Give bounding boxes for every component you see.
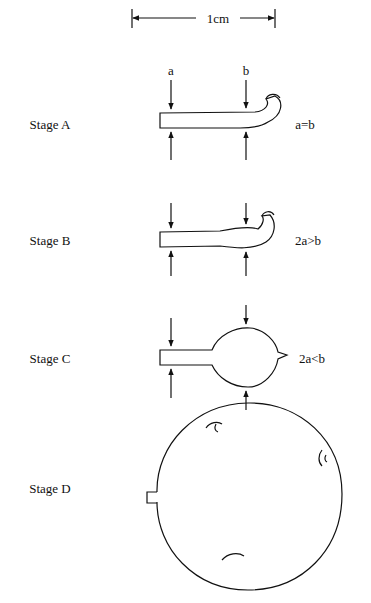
measure-arrow [245, 80, 246, 108]
measure-letter: b [243, 64, 250, 77]
measure-arrow [245, 132, 246, 160]
tuber-eye [215, 424, 218, 432]
measure-arrow [170, 203, 171, 228]
stolon-outline [160, 215, 274, 248]
measure-arrow [245, 305, 246, 324]
swelling-outline [160, 328, 287, 387]
tuber-eye [319, 450, 322, 466]
ratio-label: 2a<b [299, 352, 325, 365]
stolon-hook [266, 94, 280, 99]
stolon-hook [262, 212, 274, 216]
measure-letter: a [168, 64, 174, 77]
stage-label: Stage C [30, 352, 71, 365]
tuber-eye [222, 554, 244, 560]
scale-arrow [240, 17, 274, 18]
stolon-outline [160, 96, 281, 128]
measure-arrow [245, 252, 246, 276]
measure-arrow [245, 203, 246, 224]
stage-label: Stage D [29, 482, 71, 495]
stolon-stub [147, 492, 157, 503]
scale-tick [131, 9, 132, 28]
measure-arrow [170, 80, 171, 109]
stage-label: Stage A [30, 118, 71, 131]
measure-arrow [245, 391, 246, 410]
scale-arrow [133, 17, 196, 18]
ratio-label: 2a>b [295, 234, 321, 247]
scale-label: 1cm [207, 12, 229, 25]
scale-tick [274, 9, 275, 28]
tuber-eye [325, 455, 327, 462]
ratio-label: a=b [295, 118, 315, 131]
measure-arrow [170, 251, 171, 276]
tuber-eye [206, 422, 222, 428]
measure-arrow [170, 369, 171, 398]
measure-arrow [170, 318, 171, 346]
measure-arrow [170, 132, 171, 160]
tuber-outline [157, 403, 342, 590]
stage-label: Stage B [30, 234, 71, 247]
